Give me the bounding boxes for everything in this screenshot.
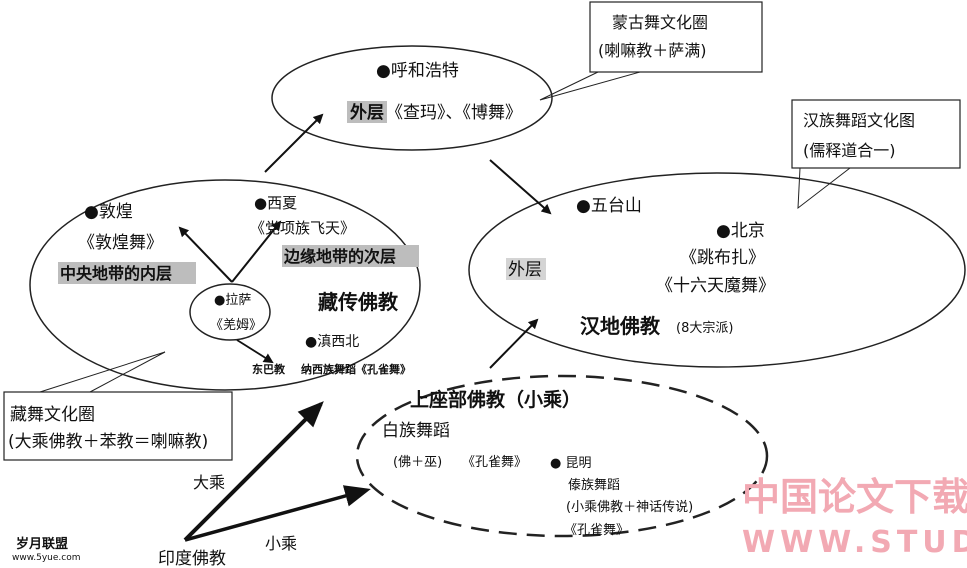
beijing-label: ●北京 — [716, 221, 765, 241]
wutaishan-label: ●五台山 — [576, 196, 642, 216]
mongol-callout-pointer — [539, 71, 641, 101]
xixia-dance: 《党项族飞天》 — [250, 219, 355, 237]
watermark-right-url: WWW.STUDA. — [742, 525, 967, 560]
mongol-circle-title: 蒙古舞文化圈 — [612, 13, 708, 32]
dunhuang-dance: 《敦煌舞》 — [78, 233, 163, 253]
dai-note: (小乘佛教＋神话传说) — [566, 499, 693, 515]
hohhot-label: ●呼和浩特 — [376, 61, 459, 81]
tibet-ellipse — [29, 179, 421, 391]
mahayana-label: 大乘 — [193, 473, 225, 492]
dunhuang-label: ●敦煌 — [84, 202, 133, 222]
outer-layer-label: 边缘地带的次层 — [283, 247, 396, 266]
tibet-callout-box — [3, 391, 233, 461]
theravada-title: 上座部佛教（小乘） — [410, 388, 581, 411]
watermark-left-title: 岁月联盟 — [16, 536, 68, 552]
arrow-lhasa-dongba — [236, 339, 274, 364]
han-callout-box — [791, 99, 961, 169]
dianxibei-label: ●滇西北 — [305, 334, 359, 350]
lhasa-ellipse — [189, 283, 271, 341]
mongol-dances: 《查玛》、《博舞》 — [386, 103, 522, 123]
dai-peacock-dance: 《孔雀舞》 — [564, 523, 629, 538]
han-circle-title: 汉族舞蹈文化图 — [803, 111, 915, 130]
han-layer-highlight — [506, 258, 546, 280]
arrow-mahayana — [183, 401, 324, 542]
tibet-callout-pointer — [39, 351, 166, 393]
dongba-label: 东巴教 — [252, 362, 286, 376]
bai-peacock-dance: 《孔雀舞》 — [462, 455, 527, 470]
hinayana-label: 小乘 — [265, 534, 297, 553]
han-callout-pointer — [797, 167, 851, 210]
arrow-lhasa-dunhuang — [178, 226, 233, 283]
lhasa-dance: 《羌姆》 — [210, 318, 262, 333]
inner-layer-label: 中央地带的内层 — [60, 264, 172, 283]
han-schools-note: (8大宗派) — [676, 320, 733, 336]
mongol-callout-box — [589, 1, 763, 73]
tibet-circle-title: 藏舞文化圈 — [10, 405, 95, 425]
arrow-hinayana — [184, 485, 371, 542]
arrow-theravada-han — [489, 318, 539, 369]
tibet-circle-subtitle: (大乘佛教＋苯教＝喇嘛教) — [8, 432, 208, 452]
watermark-right-title: 中国论文下载 — [742, 475, 967, 519]
bai-note: (佛＋巫) — [393, 455, 442, 470]
kunming-label: ● 昆明 — [550, 456, 591, 471]
han-circle-subtitle: (儒释道合一) — [803, 141, 896, 160]
dai-dance-label: 傣族舞蹈 — [568, 477, 620, 493]
outer-layer-highlight — [282, 245, 419, 267]
bai-dance-label: 白族舞蹈 — [382, 421, 450, 441]
mongol-circle-subtitle: (喇嘛教＋萨满) — [598, 41, 707, 60]
shiliu-tianmo-dance: 《十六天魔舞》 — [656, 276, 775, 296]
han-ellipse — [468, 172, 966, 368]
watermark-left-url: www.5yue.com — [12, 553, 81, 563]
mongol-ellipse — [271, 45, 553, 151]
naxi-dance-label: 纳西族舞蹈《孔雀舞》 — [301, 362, 411, 376]
han-buddhism-title: 汉地佛教 — [580, 314, 661, 338]
tiaobuzha-dance: 《跳布扎》 — [680, 248, 765, 268]
arrow-tibet-mongol — [264, 113, 324, 173]
xixia-label: ●西夏 — [254, 194, 297, 212]
lhasa-label: ●拉萨 — [214, 293, 251, 308]
mongol-layer-label: 外层 — [350, 102, 384, 123]
theravada-ellipse — [355, 374, 769, 538]
inner-layer-highlight — [58, 262, 196, 284]
arrow-lhasa-xixia — [231, 220, 282, 283]
arrow-mongol-han — [489, 159, 552, 215]
mongol-layer-highlight — [347, 101, 387, 123]
han-layer-label: 外层 — [508, 260, 542, 280]
tibetan-buddhism-title: 藏传佛教 — [318, 290, 399, 314]
indian-buddhism-label: 印度佛教 — [158, 549, 226, 568]
